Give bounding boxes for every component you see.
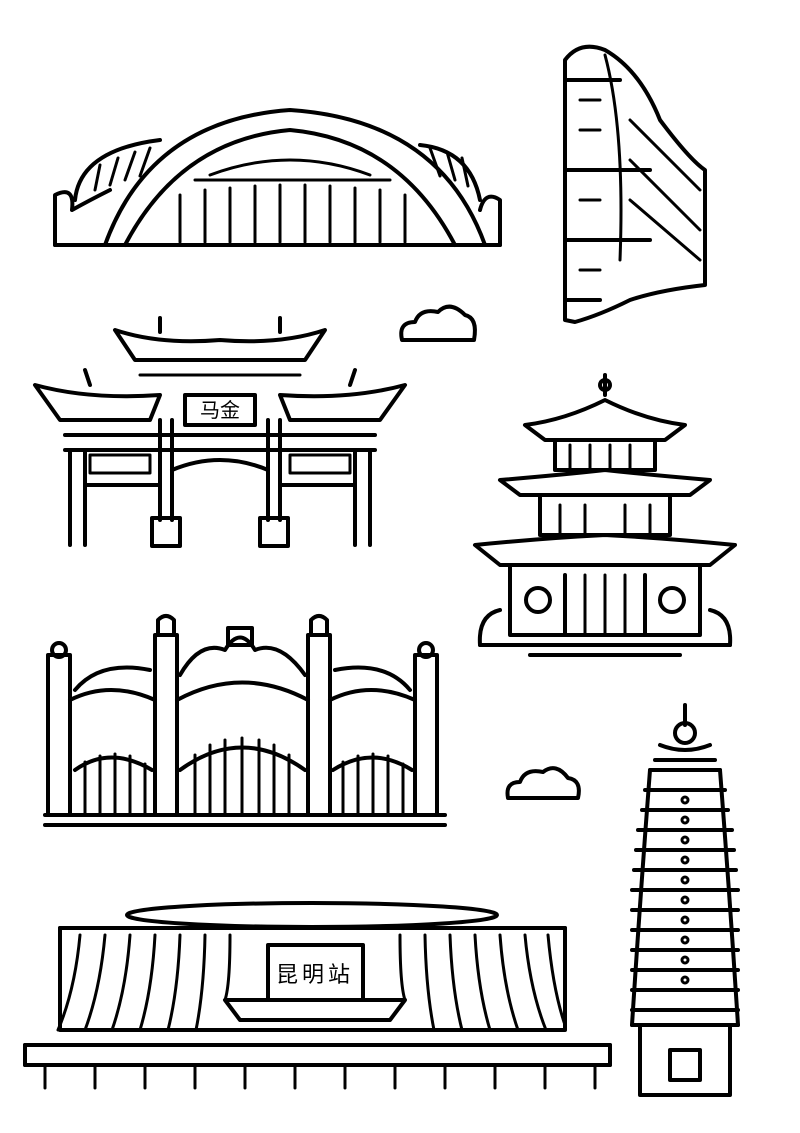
- stadium-columns: [178, 183, 407, 244]
- curved-tower: [563, 44, 707, 324]
- gate-bars: [83, 736, 405, 817]
- cloud: [399, 304, 477, 342]
- pagoda-niches: [680, 795, 690, 985]
- arch-stadium: [53, 108, 502, 247]
- station-ribs-left: [56, 933, 232, 1032]
- cloud: [505, 766, 581, 800]
- pagoda: [630, 703, 740, 1097]
- pagoda-tiers: [630, 768, 740, 1027]
- archway-plaque-text: 马金: [200, 398, 240, 422]
- memorial-archway: 马金: [33, 316, 407, 548]
- station-ribs-right: [398, 933, 567, 1032]
- railway-station: 昆明站: [23, 901, 612, 1090]
- station-sign-text: 昆明站: [276, 963, 354, 988]
- stadium-ribs: [93, 146, 470, 192]
- station-base-posts: [43, 1063, 597, 1090]
- pavilion-tower: [473, 373, 737, 657]
- ornate-gate: [43, 614, 447, 827]
